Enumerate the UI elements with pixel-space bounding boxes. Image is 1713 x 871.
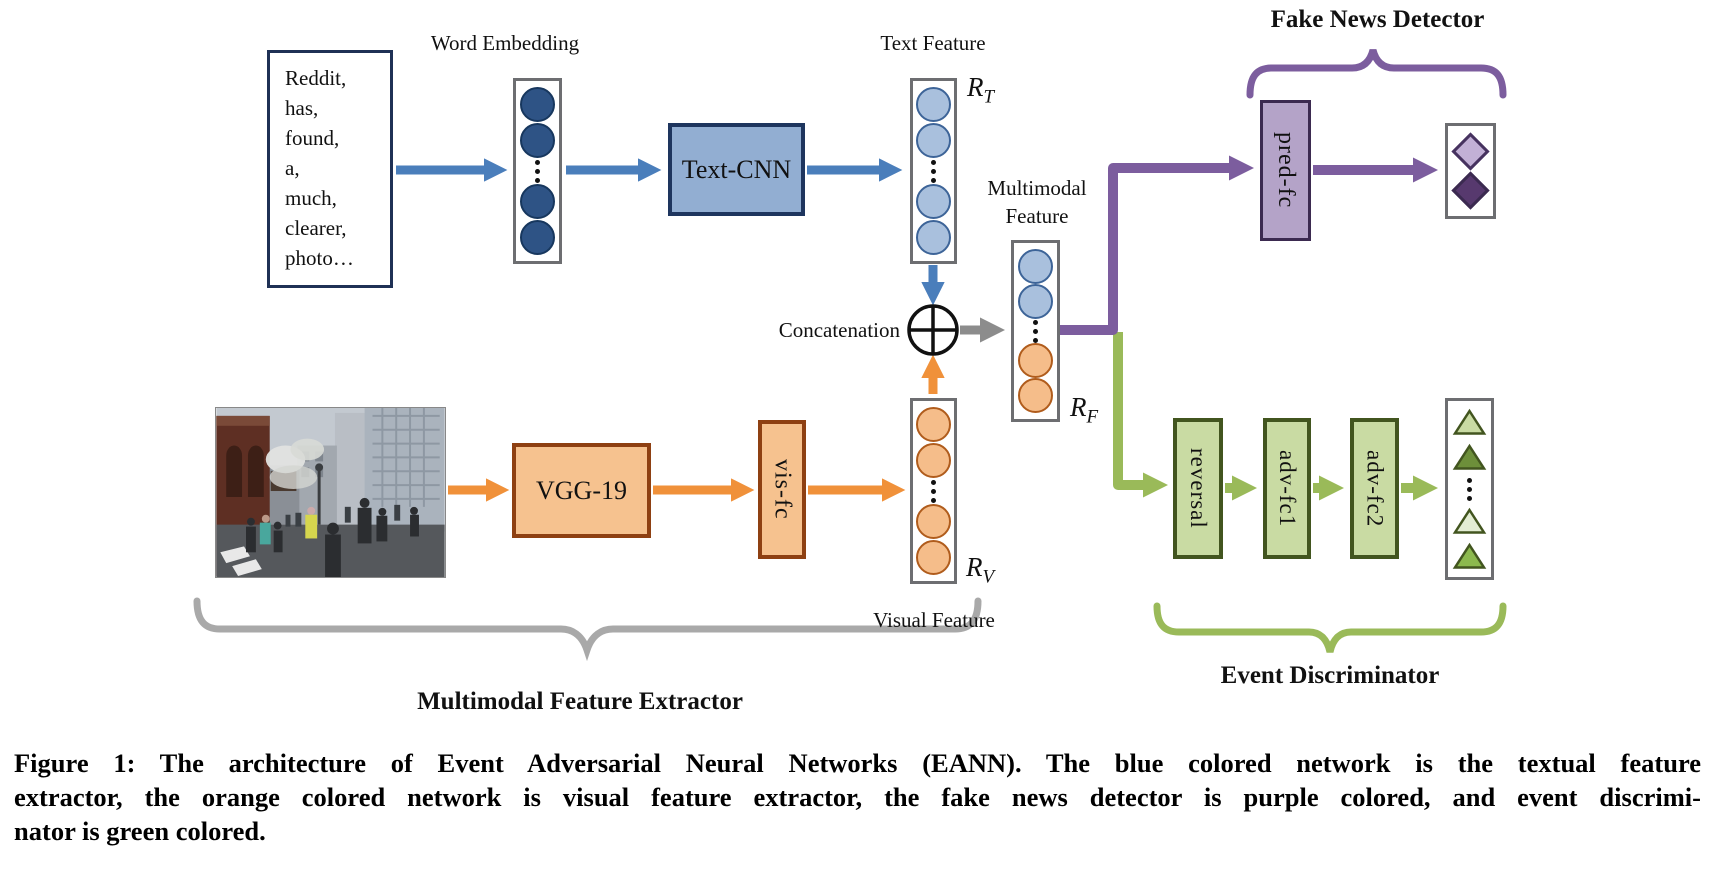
pred-fc-block: pred-fc: [1260, 100, 1311, 241]
ellipsis-dots: [535, 159, 540, 183]
visual-feature-node: [916, 443, 951, 479]
event-node-triangle: [1452, 443, 1487, 470]
vgg19-block: VGG-19: [512, 443, 651, 538]
multimodal-text-node: [1018, 284, 1053, 320]
arrow-multimodal-to-reversal: [1113, 332, 1168, 498]
fake-news-detector-brace: [1246, 48, 1507, 99]
figure-caption: Figure 1: The architecture of Event Adve…: [14, 746, 1701, 848]
prediction-node-light: [1451, 132, 1490, 171]
rt-label: RT: [967, 72, 995, 108]
adv-fc1-block: adv-fc1: [1263, 418, 1311, 559]
text-feature-node: [916, 123, 951, 159]
caption-line-3: nator is green colored.: [14, 816, 266, 846]
ellipsis-dots: [1033, 319, 1038, 343]
multimodal-visual-node: [1018, 378, 1053, 413]
visual-feature-node: [916, 407, 951, 442]
rf-label: RF: [1070, 392, 1099, 428]
text-cnn-label: Text-CNN: [681, 154, 792, 184]
pred-fc-label: pred-fc: [1273, 132, 1299, 209]
text-cnn-block: Text-CNN: [668, 123, 805, 216]
text-feature-node: [916, 87, 951, 122]
embedding-node: [520, 220, 555, 255]
visual-feature-vector: [910, 398, 957, 584]
multimodal-feature-extractor-title: Multimodal Feature Extractor: [417, 688, 743, 715]
multimodal-feature-vector: [1011, 240, 1060, 422]
event-output: [1445, 398, 1494, 580]
event-discriminator-title: Event Discriminator: [1220, 662, 1440, 689]
caption-line-2: extractor, the orange colored network is…: [14, 782, 1701, 812]
blue-arrows: [396, 158, 945, 306]
visual-feature-label: Visual Feature: [873, 608, 995, 632]
fake-news-detector-title: Fake News Detector: [1270, 6, 1485, 33]
vis-fc-label: vis-fc: [769, 459, 796, 520]
vis-fc-block: vis-fc: [758, 420, 806, 559]
embedding-node: [520, 87, 555, 122]
embedding-node: [520, 123, 555, 159]
text-feature-node: [916, 220, 951, 255]
vgg19-label: VGG-19: [536, 475, 627, 505]
caption-line-1: Figure 1: The architecture of Event Adve…: [14, 748, 1701, 778]
event-node-triangle: [1452, 542, 1487, 569]
ellipsis-dots: [1467, 477, 1472, 501]
event-discriminator-brace: [1153, 602, 1507, 653]
adv-fc1-label: adv-fc1: [1275, 449, 1300, 528]
news-photo: [215, 407, 446, 578]
word-embedding-vector: [513, 78, 562, 264]
concatenation-symbol: [907, 304, 959, 356]
multimodal-visual-node: [1018, 342, 1053, 378]
event-node-triangle: [1452, 408, 1487, 435]
multimodal-feature-label-line1: Multimodal: [987, 176, 1087, 200]
visual-feature-node: [916, 540, 951, 575]
text-feature-label: Text Feature: [880, 31, 986, 55]
text-feature-node: [916, 183, 951, 219]
ellipsis-dots: [931, 479, 936, 503]
embedding-node: [520, 183, 555, 219]
prediction-output: [1445, 123, 1496, 219]
text-feature-vector: [910, 78, 957, 264]
visual-feature-node: [916, 503, 951, 539]
event-node-triangle: [1452, 507, 1487, 534]
post-text-box: Reddit, has, found, a, much, clearer, ph…: [267, 50, 393, 288]
reversal-block: reversal: [1173, 418, 1223, 559]
ellipsis-dots: [931, 159, 936, 183]
multimodal-feature-label-line2: Feature: [1005, 204, 1069, 228]
word-embedding-label: Word Embedding: [430, 31, 580, 55]
reversal-label: reversal: [1186, 448, 1211, 529]
adv-fc2-block: adv-fc2: [1350, 418, 1399, 559]
concatenation-label: Concatenation: [778, 318, 900, 342]
rv-label: RV: [966, 552, 995, 588]
prediction-node-dark: [1451, 171, 1490, 210]
multimodal-text-node: [1018, 249, 1053, 284]
adv-fc2-label: adv-fc2: [1362, 449, 1388, 528]
